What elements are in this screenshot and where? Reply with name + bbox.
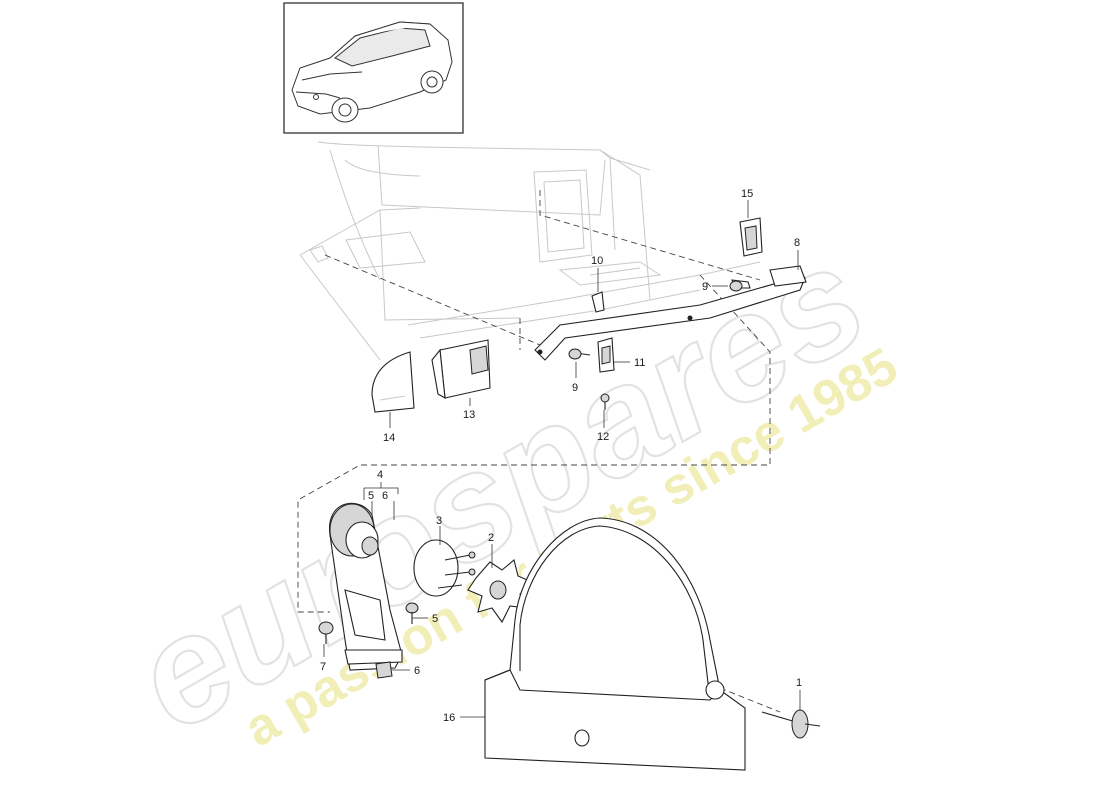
callout-4: 4 bbox=[377, 469, 383, 481]
bolt-9-lower bbox=[568, 348, 591, 360]
suv-car-icon bbox=[291, 21, 453, 123]
callout-13: 13 bbox=[463, 409, 475, 421]
leader-lines bbox=[323, 200, 801, 718]
callout-3: 3 bbox=[436, 515, 442, 527]
holder-11 bbox=[597, 337, 615, 373]
callout-11: 11 bbox=[634, 357, 645, 369]
callout-6b: 6 bbox=[414, 665, 420, 677]
trim-panel-13 bbox=[431, 339, 491, 400]
callout-14: 14 bbox=[383, 432, 395, 444]
callout-5b: 5 bbox=[432, 613, 438, 625]
vehicle-thumbnail bbox=[283, 2, 464, 134]
callout-12: 12 bbox=[597, 431, 609, 443]
callout-6a: 6 bbox=[382, 490, 388, 502]
support-bracket-8 bbox=[534, 265, 807, 361]
push-fastener-1 bbox=[761, 709, 821, 739]
retaining-plate-3 bbox=[413, 539, 476, 597]
callout-10: 10 bbox=[591, 255, 603, 267]
spare-wheel-cover-16 bbox=[484, 517, 746, 771]
callout-7: 7 bbox=[320, 661, 326, 673]
bolt-7 bbox=[318, 621, 334, 644]
callout-9b: 9 bbox=[572, 382, 578, 394]
cover-14 bbox=[371, 351, 415, 413]
callout-1: 1 bbox=[796, 677, 802, 689]
screw-12 bbox=[600, 393, 610, 410]
callout-5a: 5 bbox=[368, 490, 374, 502]
luggage-compartment-outline bbox=[299, 141, 761, 361]
clip-10 bbox=[591, 291, 605, 313]
callout-15: 15 bbox=[741, 188, 753, 200]
star-knob-2 bbox=[467, 559, 533, 624]
callout-2: 2 bbox=[488, 532, 494, 544]
nut-6 bbox=[375, 661, 393, 679]
callout-16: 16 bbox=[443, 712, 455, 724]
bolt-9-upper bbox=[729, 279, 751, 292]
callouts: 1 2 3 4 5 6 5 6 7 8 9 9 10 11 12 13 14 1… bbox=[320, 188, 802, 724]
callout-8: 8 bbox=[794, 237, 800, 249]
callout-9a: 9 bbox=[702, 281, 708, 293]
cover-15 bbox=[739, 217, 763, 257]
winch-assembly-4 bbox=[329, 502, 403, 671]
